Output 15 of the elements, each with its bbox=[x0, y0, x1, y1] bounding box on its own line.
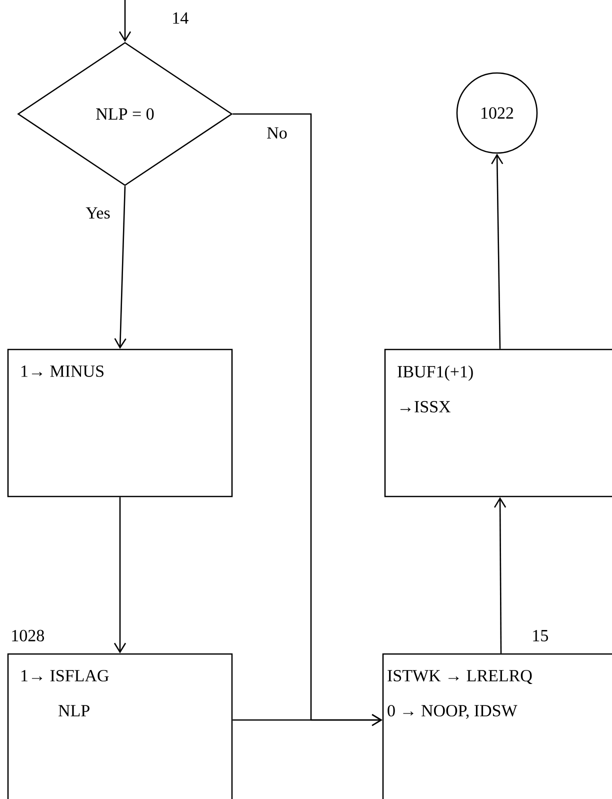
process-box: IBUF1(+1) →ISSX bbox=[384, 348, 612, 498]
arrow bbox=[114, 497, 126, 654]
arrow bbox=[494, 497, 506, 654]
arrow bbox=[491, 154, 504, 349]
process-box: ISTWK → LRELRQ 0 → NOOP, IDSW bbox=[382, 653, 612, 799]
process-box: 1→ MINUS bbox=[7, 348, 233, 498]
arrow bbox=[118, 0, 132, 42]
step-number: 15 bbox=[533, 630, 548, 642]
step-number: 14 bbox=[173, 12, 188, 24]
arrow bbox=[114, 186, 126, 349]
edge-label: Yes bbox=[84, 206, 112, 220]
step-number: 1028 bbox=[12, 630, 44, 642]
edge-label: No bbox=[266, 126, 288, 140]
process-box: 1→ ISFLAG NLP bbox=[7, 653, 233, 799]
arrow bbox=[232, 714, 382, 726]
